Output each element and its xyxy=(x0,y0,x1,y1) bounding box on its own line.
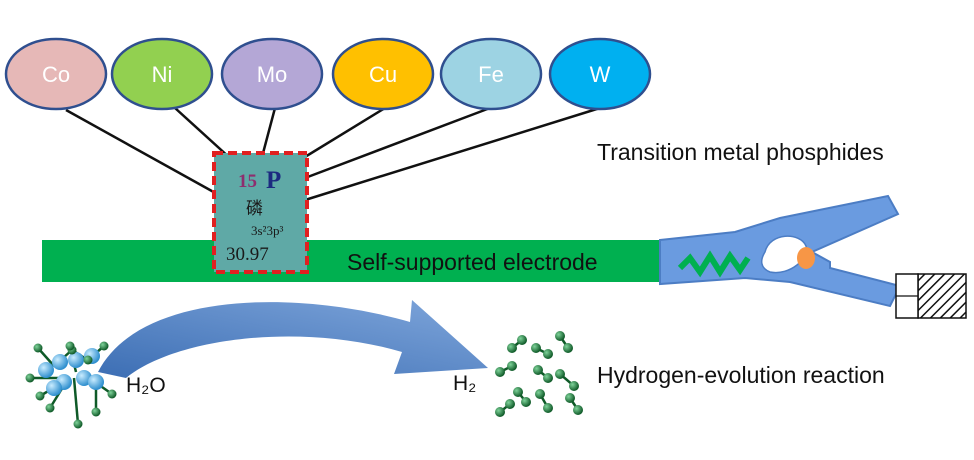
connector-ni xyxy=(174,107,231,159)
metal-symbol: W xyxy=(590,62,611,87)
h2-molecule xyxy=(533,365,553,383)
oxygen-atom xyxy=(46,380,62,396)
metal-w: W xyxy=(548,37,652,111)
electrode-strip xyxy=(42,240,682,282)
connector-mo xyxy=(260,107,277,158)
metal-symbol: Cu xyxy=(369,62,397,87)
hydrogen-atom xyxy=(33,343,43,353)
oxygen-atom xyxy=(38,362,54,378)
h2-molecule xyxy=(513,387,531,407)
metal-ellipse xyxy=(439,37,543,111)
metal-symbol: Fe xyxy=(478,62,504,87)
metal-ellipse xyxy=(220,37,324,111)
metal-ni: Ni xyxy=(110,37,214,111)
h2-molecule xyxy=(495,399,515,417)
metal-symbol: Mo xyxy=(257,62,288,87)
metal-fe: Fe xyxy=(439,37,543,111)
connector-cu xyxy=(299,106,386,162)
hydrogen-atom xyxy=(35,391,45,401)
her-label: Hydrogen-evolution reaction xyxy=(597,362,885,388)
h2-molecule xyxy=(565,393,583,415)
oxygen-atom xyxy=(88,374,104,390)
metal-ellipse xyxy=(331,37,435,111)
metal-symbol: Co xyxy=(42,62,70,87)
clamp-handle-hatched xyxy=(917,273,967,319)
water-molecule-cluster-icon xyxy=(25,341,117,429)
hydrogen-atom xyxy=(45,403,55,413)
water-label: H₂O xyxy=(126,374,166,397)
chinese-name: 磷 xyxy=(246,199,263,219)
metal-connector-lines xyxy=(65,106,601,202)
h2-molecule xyxy=(531,343,553,359)
metal-ellipse xyxy=(548,37,652,111)
h2-molecule xyxy=(495,361,517,377)
metal-row: Co Ni Mo Cu Fe W xyxy=(4,37,652,111)
connector-co xyxy=(65,108,220,197)
hydrogen-atom xyxy=(65,341,75,351)
metal-cu: Cu xyxy=(331,37,435,111)
metal-ellipse xyxy=(110,37,214,111)
hydrogen-label: H₂ xyxy=(453,372,476,395)
hydrogen-atom xyxy=(73,419,83,429)
h2-molecule xyxy=(535,389,553,413)
clamp-icon xyxy=(659,194,967,319)
element-symbol: P xyxy=(266,167,281,194)
phosphorus-tile: 15 P 磷 3s²3p³ 30.97 xyxy=(212,151,309,274)
electrode-label: Self-supported electrode xyxy=(347,249,598,275)
hydrogen-atom xyxy=(83,355,93,365)
hydrogen-atom xyxy=(107,389,117,399)
metal-mo: Mo xyxy=(220,37,324,111)
connector-fe xyxy=(304,106,491,180)
electron-config: 3s²3p³ xyxy=(251,223,283,238)
phosphorus-tile-box xyxy=(212,151,309,274)
reaction-arrow xyxy=(98,300,488,378)
hydrogen-atom xyxy=(91,407,101,417)
hydrogen-molecules-icon xyxy=(495,331,583,417)
metal-co: Co xyxy=(4,37,108,111)
connector-w xyxy=(304,106,601,202)
metal-symbol: Ni xyxy=(152,62,173,87)
atomic-number: 15 xyxy=(238,171,257,192)
oxygen-atom xyxy=(52,354,68,370)
tmp-label: Transition metal phosphides xyxy=(597,139,884,165)
h2-molecule xyxy=(555,331,573,353)
hydrogen-atom xyxy=(25,373,35,383)
hydrogen-atom xyxy=(99,341,109,351)
h2-molecule xyxy=(555,369,579,391)
metal-ellipse xyxy=(4,37,108,111)
atomic-mass: 30.97 xyxy=(226,244,269,265)
oxygen-atom xyxy=(68,352,84,368)
h2-molecule xyxy=(507,335,527,353)
